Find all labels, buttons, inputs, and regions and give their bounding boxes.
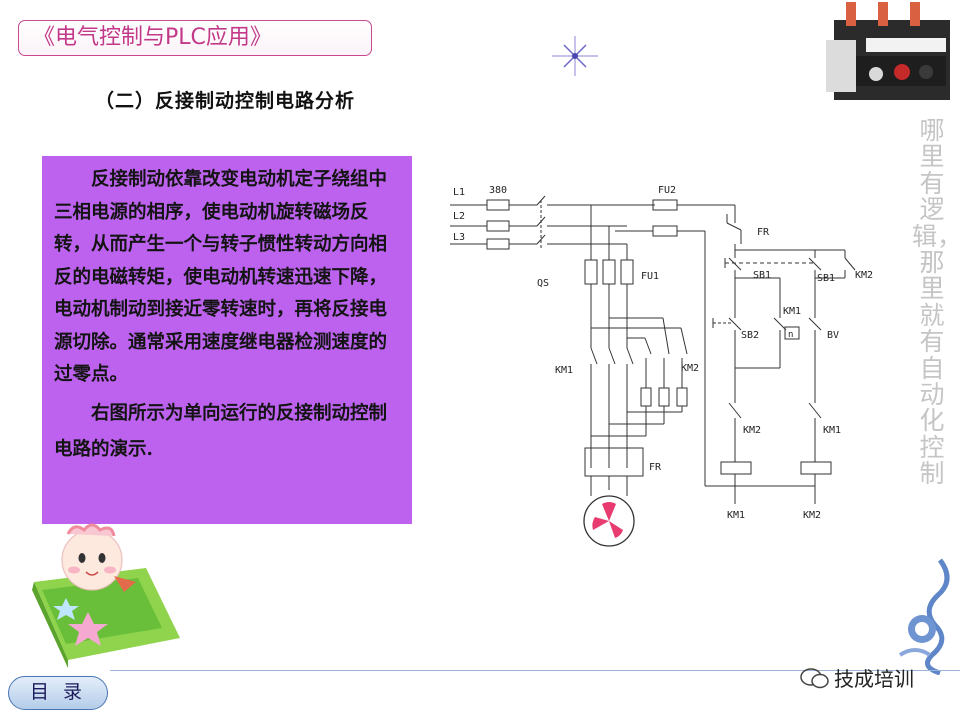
km2-hold-label: KM2 xyxy=(855,270,873,281)
coil-km1-label: KM1 xyxy=(727,510,745,521)
watermark-text: 技成培训 xyxy=(834,667,914,691)
vertical-slogan: 哪里有逻辑，那里就有自动化控制 xyxy=(912,116,960,489)
km1-aux-label: KM1 xyxy=(783,306,801,317)
course-title-box: 《电气控制与PLC应用》 xyxy=(18,20,372,56)
sb1-left-label: SB1 xyxy=(753,270,771,281)
explanation-panel: 反接制动依靠改变电动机定子绕组中三相电源的相序，使电动机旋转磁场反转，从而产生一… xyxy=(42,156,412,524)
coil-km2-label: KM2 xyxy=(803,510,821,521)
motor-fan-icon xyxy=(592,502,623,538)
thermal-relay-image xyxy=(826,2,950,100)
voltage-label: 380 xyxy=(489,185,507,196)
reverse-braking-circuit-diagram: L1 L2 L3 380 QS FU2 FR SB1 SB1 KM2 SB2 K… xyxy=(450,185,873,547)
km1-main-label: KM1 xyxy=(555,365,573,376)
phase-label: L3 xyxy=(453,232,465,243)
course-title: 《电气控制与PLC应用》 xyxy=(33,25,272,50)
phase-label: L1 xyxy=(453,187,465,198)
km2-interlock-label: KM2 xyxy=(743,425,761,436)
fr-top-label: FR xyxy=(757,227,770,238)
fu2-label: FU2 xyxy=(658,185,676,196)
fu1-label: FU1 xyxy=(641,271,659,282)
sb2-label: SB2 xyxy=(741,330,759,341)
blue-scroll-ornament xyxy=(898,558,950,675)
qs-label: QS xyxy=(537,278,549,289)
km1-interlock-label: KM1 xyxy=(823,425,841,436)
svg-text:n: n xyxy=(788,330,793,340)
phase-label: L2 xyxy=(453,211,465,222)
explanation-paragraph: 右图所示为单向运行的反接制动控制电路的演示. xyxy=(54,402,388,460)
footer-divider xyxy=(110,670,960,671)
section-heading: （二）反接制动控制电路分析 xyxy=(95,90,356,112)
book-mascot-illustration xyxy=(32,523,180,668)
explanation-paragraph: 反接制动依靠改变电动机定子绕组中三相电源的相序，使电动机旋转磁场反转，从而产生一… xyxy=(54,169,388,385)
sparkle-icon xyxy=(552,36,598,76)
wechat-icon xyxy=(800,667,829,688)
bv-label: BV xyxy=(827,330,839,341)
km2-main-label: KM2 xyxy=(681,363,699,374)
table-of-contents-button[interactable]: 目录 xyxy=(8,676,108,710)
fr-main-label: FR xyxy=(649,462,662,473)
watermark: 技成培训 xyxy=(800,663,914,692)
